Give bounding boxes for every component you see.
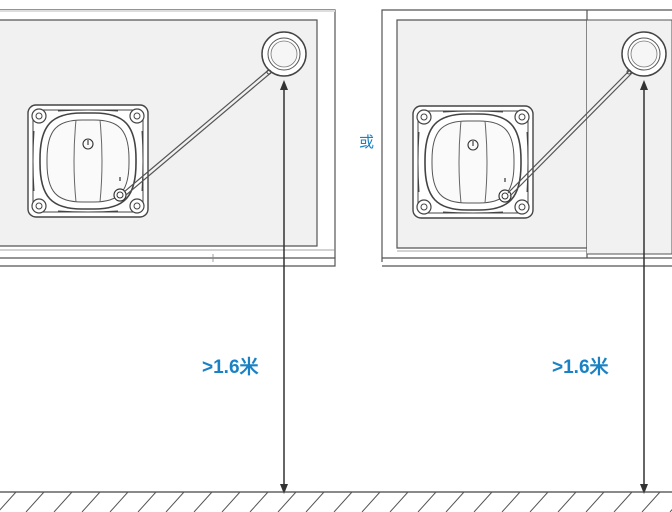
- power-icon: [82, 138, 94, 150]
- floor-hatch-line: [221, 491, 241, 512]
- or-label: 或: [359, 134, 375, 151]
- safety-rope: [123, 67, 274, 196]
- floor-hatch-line: [193, 491, 213, 512]
- floor-hatching: [0, 491, 672, 512]
- floor-hatch-line: [137, 491, 157, 512]
- floor-hatch-line: [641, 491, 661, 512]
- floor-hatch-line: [417, 491, 437, 512]
- floor-hatch-line: [53, 491, 73, 512]
- safety-rope-right: [507, 69, 633, 197]
- floor-hatch-line: [585, 491, 605, 512]
- window-cleaning-robot-icon-right: [412, 105, 534, 219]
- floor-hatch-line: [473, 491, 493, 512]
- floor-hatch-line: [109, 491, 129, 512]
- power-icon-right: [467, 139, 479, 151]
- floor-hatch-line: [501, 491, 521, 512]
- floor-hatch-line: [613, 491, 633, 512]
- window-cleaning-robot-icon: [27, 104, 149, 218]
- suction-cup-icon: [261, 31, 307, 77]
- floor-hatch-line: [249, 491, 269, 512]
- floor-hatch-line: [445, 491, 465, 512]
- floor-hatch-line: [277, 491, 297, 512]
- floor-hatch-line: [0, 491, 17, 511]
- floor-hatch-line: [361, 491, 381, 512]
- floor-hatch-line: [557, 491, 577, 512]
- floor-hatch-line: [305, 491, 325, 512]
- height-label-left: >1.6米: [202, 357, 259, 378]
- height-dimension-arrow-right: [640, 80, 648, 494]
- floor-hatch-line: [529, 491, 549, 512]
- floor-hatch-line: [165, 491, 185, 512]
- suction-cup-icon-right: [621, 31, 667, 77]
- floor-hatch-line: [81, 491, 101, 512]
- height-dimension-arrow-left: [280, 80, 288, 494]
- height-label-right: >1.6米: [552, 357, 609, 378]
- floor-hatch-line: [25, 491, 45, 512]
- floor-hatch-line: [389, 491, 409, 512]
- floor-hatch-line: [333, 491, 353, 512]
